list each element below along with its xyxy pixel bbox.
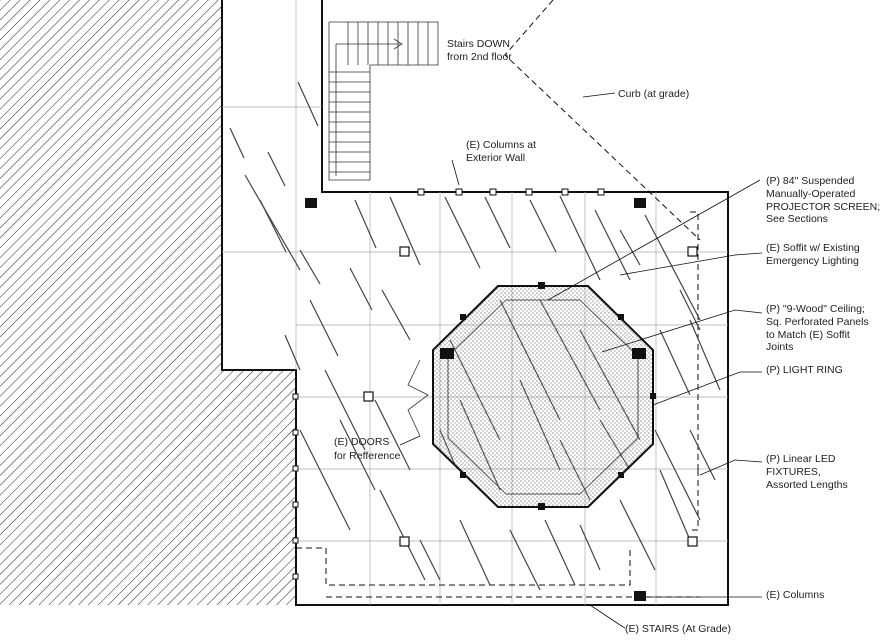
- columns: [292, 188, 698, 601]
- ceiling-note: (P) "9-Wood" Ceiling; Sq. Perforated Pan…: [766, 303, 872, 353]
- stairs-grade-note: (E) STAIRS (At Grade): [625, 623, 731, 635]
- light-ring: [447, 299, 639, 495]
- stairs-down-note: Stairs DOWN from 2nd floor: [447, 38, 513, 63]
- led-note: (P) Linear LED FIXTURES, Assorted Length…: [766, 453, 848, 491]
- curb-line: [504, 0, 701, 241]
- linear-led-fixtures: [229, 81, 721, 591]
- light-ring-note: (P) LIGHT RING: [766, 364, 843, 376]
- octagon-ceiling: [432, 282, 656, 510]
- soffit-note: (E) Soffit w/ Existing Emergency Lightin…: [766, 242, 863, 267]
- columns-note: (E) Columns: [766, 589, 824, 601]
- doors-symbol: [407, 359, 429, 437]
- curb-note: Curb (at grade): [618, 88, 689, 100]
- stairs-down: [328, 21, 439, 181]
- columns-ext-note: (E) Columns at Exterior Wall: [466, 139, 539, 164]
- leader-lines: [399, 92, 763, 629]
- doors-note: (E) DOORS for Refference: [334, 436, 401, 462]
- projector-note: (P) 84" Suspended Manually-Operated PROJ…: [766, 175, 883, 225]
- hatched-wall-area: [0, 0, 296, 605]
